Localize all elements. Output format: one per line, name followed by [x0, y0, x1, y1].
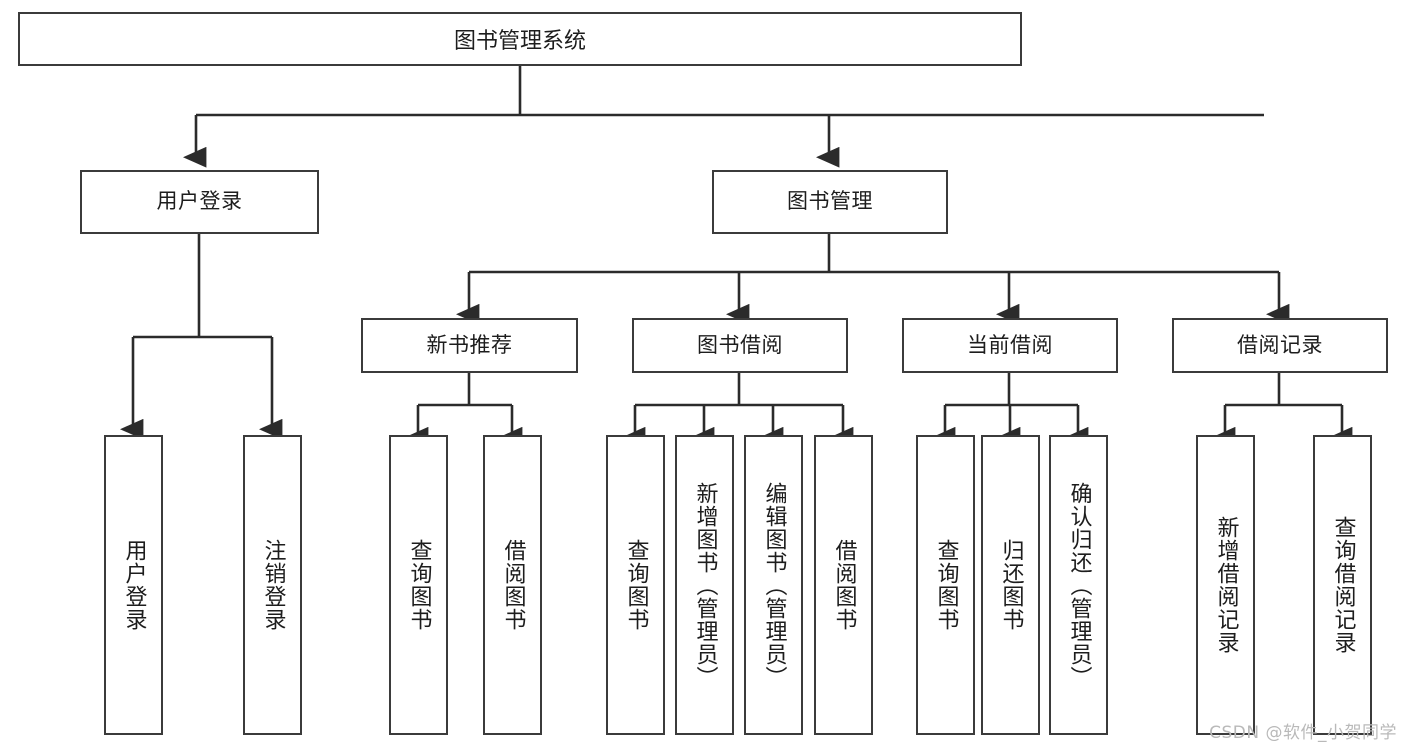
- leaf-label: 借阅图书: [500, 539, 526, 631]
- node-current-borrow[interactable]: 当前借阅: [902, 318, 1118, 373]
- leaf-book-borrow-add[interactable]: 新增图书（管理员）: [675, 435, 734, 735]
- watermark: CSDN @软件_小贺同学: [1209, 723, 1397, 743]
- node-book-borrow-label: 图书借阅: [697, 332, 783, 357]
- leaf-user-login-logout[interactable]: 注销登录: [243, 435, 302, 735]
- leaf-label: 新增借阅记录: [1213, 516, 1239, 654]
- leaf-borrow-record-add[interactable]: 新增借阅记录: [1196, 435, 1255, 735]
- leaf-book-borrow-query[interactable]: 查询图书: [606, 435, 665, 735]
- leaf-label: 借阅图书: [831, 539, 857, 631]
- node-new-book-recommend[interactable]: 新书推荐: [361, 318, 578, 373]
- node-current-borrow-label: 当前借阅: [967, 332, 1053, 357]
- leaf-label: 用户登录: [121, 539, 147, 631]
- leaf-label: 查询图书: [933, 539, 959, 631]
- node-borrow-record[interactable]: 借阅记录: [1172, 318, 1388, 373]
- leaf-label: 查询图书: [623, 539, 649, 631]
- leaf-new-book-borrow[interactable]: 借阅图书: [483, 435, 542, 735]
- leaf-book-borrow-lend[interactable]: 借阅图书: [814, 435, 873, 735]
- leaf-book-borrow-edit[interactable]: 编辑图书（管理员）: [744, 435, 803, 735]
- leaf-label: 注销登录: [260, 539, 286, 631]
- node-book-management[interactable]: 图书管理: [712, 170, 948, 234]
- leaf-label: 查询借阅记录: [1330, 516, 1356, 654]
- node-user-login-label: 用户登录: [156, 189, 243, 214]
- node-root-label: 图书管理系统: [453, 29, 586, 54]
- leaf-label: 确认归还（管理员）: [1066, 481, 1092, 689]
- node-book-borrow[interactable]: 图书借阅: [632, 318, 848, 373]
- node-user-login[interactable]: 用户登录: [80, 170, 319, 234]
- node-borrow-record-label: 借阅记录: [1237, 332, 1323, 357]
- node-book-management-label: 图书管理: [787, 189, 873, 214]
- leaf-current-borrow-return[interactable]: 归还图书: [981, 435, 1040, 735]
- leaf-label: 归还图书: [998, 539, 1024, 631]
- leaf-current-borrow-confirm-return[interactable]: 确认归还（管理员）: [1049, 435, 1108, 735]
- leaf-label: 编辑图书（管理员）: [761, 481, 787, 689]
- leaf-user-login-signin[interactable]: 用户登录: [104, 435, 163, 735]
- leaf-label: 查询图书: [406, 539, 432, 631]
- leaf-borrow-record-query[interactable]: 查询借阅记录: [1313, 435, 1372, 735]
- leaf-new-book-query[interactable]: 查询图书: [389, 435, 448, 735]
- leaf-current-borrow-query[interactable]: 查询图书: [916, 435, 975, 735]
- leaf-label: 新增图书（管理员）: [692, 481, 718, 689]
- node-root[interactable]: 图书管理系统: [18, 12, 1022, 66]
- node-new-book-recommend-label: 新书推荐: [426, 332, 513, 357]
